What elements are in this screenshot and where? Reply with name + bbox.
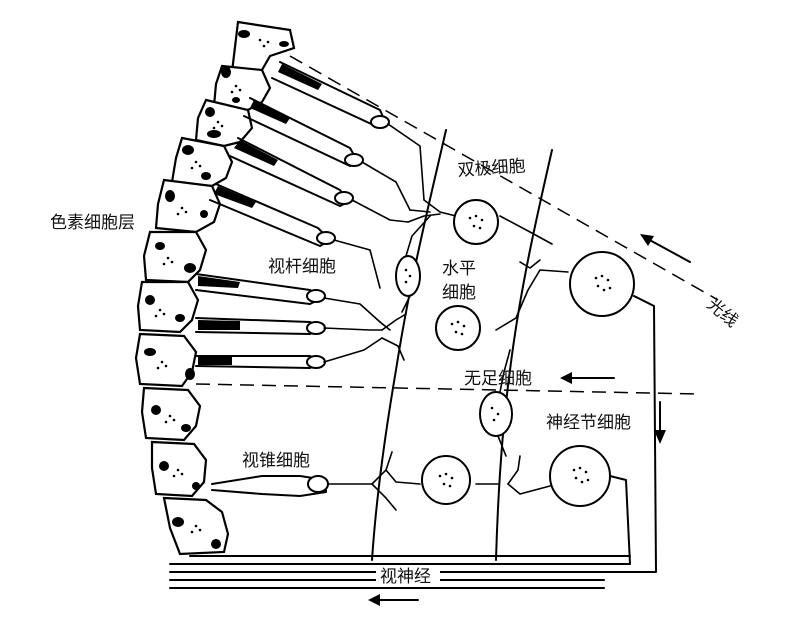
arrows xyxy=(368,234,691,606)
label-pigment-layer: 色素细胞层 xyxy=(50,213,135,233)
label-cone-cell: 视锥细胞 xyxy=(242,451,310,471)
bipolar-cells xyxy=(421,199,499,505)
light-arrow xyxy=(640,234,691,263)
label-bipolar-cell: 双极细胞 xyxy=(457,156,526,181)
optic-nerve-arrow xyxy=(368,594,419,606)
bipolar-connections xyxy=(371,199,569,511)
label-rod-cell: 视杆细胞 xyxy=(268,257,336,277)
label-horizontal-line2: 细胞 xyxy=(442,283,476,303)
label-amacrine-cell: 无足细胞 xyxy=(464,369,532,389)
label-light: 光线 xyxy=(703,295,742,332)
horizontal-cell xyxy=(395,215,431,313)
label-optic-nerve: 视神经 xyxy=(380,567,431,587)
dashed-lines xyxy=(195,55,719,395)
cone-cell xyxy=(211,475,373,497)
rod-cells xyxy=(195,61,425,369)
layer-boundaries xyxy=(371,129,553,561)
pigment-cell-layer xyxy=(134,20,296,556)
amacrine-cell xyxy=(479,349,513,457)
label-ganglion-cell: 神经节细胞 xyxy=(546,413,631,433)
ganglion-cells xyxy=(169,251,657,573)
signal-arrow-left xyxy=(560,372,615,384)
signal-arrow-down xyxy=(654,401,666,444)
label-horizontal-line1: 水平 xyxy=(442,259,476,279)
